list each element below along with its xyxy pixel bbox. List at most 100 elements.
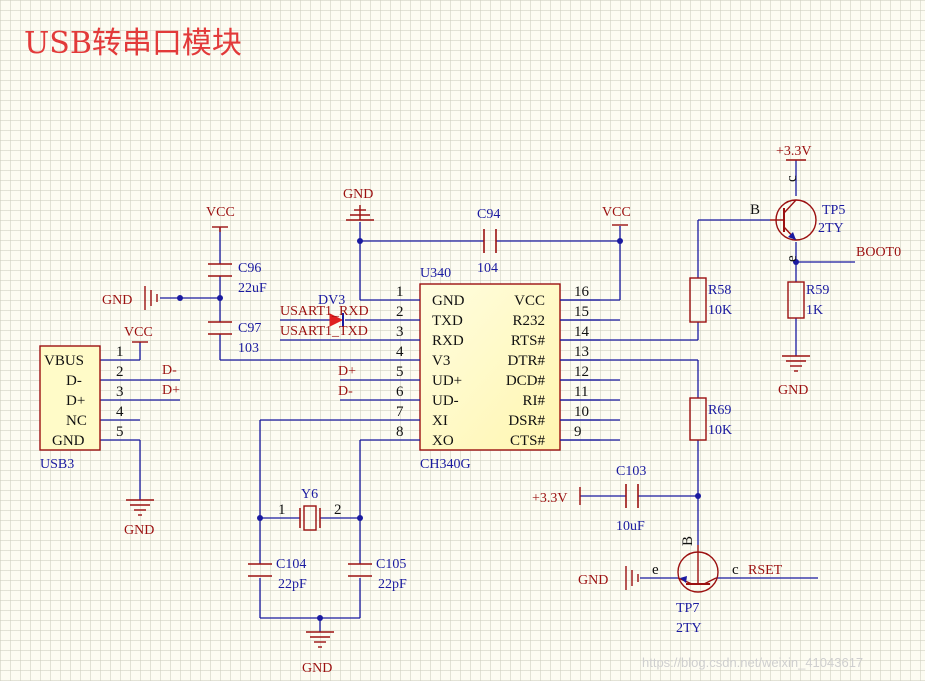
pin-name: DTR# [508,353,546,369]
pin-name: UD- [432,393,459,409]
net-label-usart1-rxd: USART1_RXD [280,304,369,319]
tp5-type: 2TY [818,221,844,236]
y6-ref: Y6 [301,487,318,502]
tp5-ref: TP5 [822,203,845,218]
net-label-gnd: GND [302,661,332,676]
pin-number: 5 [396,364,404,380]
pin-number: 10 [574,404,589,420]
usb-pin-number: 2 [116,364,124,380]
pin-number: 16 [574,284,590,300]
net-label-vcc: VCC [124,325,153,340]
pin-name: RXD [432,333,464,349]
pin-name: CTS# [510,433,546,449]
pin-name: VCC [514,293,545,309]
tp7-type: 2TY [676,621,702,636]
pin-number: 13 [574,344,589,360]
pin-number: 4 [396,344,404,360]
pin-name: UD+ [432,373,462,389]
transistor-labels: TP5 2TY B c e TP7 2TY B e c [652,175,845,636]
c97-value: 103 [238,341,259,356]
tp5-base-label: B [750,202,760,218]
pin-number: 12 [574,364,589,380]
net-label-vcc: VCC [602,205,631,220]
resistor-symbols [689,277,805,441]
c104-ref: C104 [276,557,306,572]
r69-ref: R69 [708,403,731,418]
ch340g-chip-body [419,283,561,451]
c105-ref: C105 [376,557,406,572]
c97-ref: C97 [238,321,261,336]
tp7-emitter-label: e [652,562,659,578]
resistor-labels: R58 10K R59 1K R69 10K [708,283,829,438]
junction-dots [177,238,799,621]
net-label-vcc: VCC [206,205,235,220]
c103-ref: C103 [616,464,646,479]
pin-name: XO [432,433,454,449]
usb-pin-number: 3 [116,384,124,400]
ic-left-pins: 1 2 3 4 5 6 7 8 GND TXD RXD V3 UD+ UD- X… [396,284,465,449]
c104-value: 22pF [278,577,307,592]
r59-ref: R59 [806,283,829,298]
pin-name: V3 [432,353,450,369]
pin-name: RI# [523,393,546,409]
c96-ref: C96 [238,261,261,276]
net-label-dp: D+ [338,364,356,379]
pin-number: 15 [574,304,589,320]
ic-right-pins: 16 15 14 13 12 11 10 9 VCC R232 RTS# DTR… [506,284,590,449]
pin-number: 7 [396,404,404,420]
wires [100,160,855,632]
tp7-collector-label: c [732,562,739,578]
dv3-ref: DV3 [318,293,345,308]
net-label-gnd: GND [778,383,808,398]
net-label-dm: D- [162,363,177,378]
pin-name: DSR# [508,413,545,429]
pin-number: 2 [396,304,404,320]
c105-value: 22pF [378,577,407,592]
usb-pin-name: NC [66,413,87,429]
r58-value: 10K [708,303,732,318]
pin-number: 8 [396,424,404,440]
usb-pin-number: 4 [116,404,124,420]
net-label-3v3: +3.3V [776,144,812,159]
transistor-tp5-symbol [770,199,817,241]
ic-designator: U340 [420,266,451,281]
net-labels: VCC VCC GND GND GND GND GND +3.3V +3.3V … [102,144,901,676]
pin-name: TXD [432,313,463,329]
net-label-3v3: +3.3V [532,491,568,506]
pin-name: RTS# [511,333,546,349]
usb-connector-labels: VBUS D- D+ NC GND 1 2 3 4 5 USB3 VCC D- … [40,325,180,538]
c94-value: 104 [477,261,498,276]
net-label-gnd: GND [578,573,608,588]
c94-ref: C94 [477,207,500,222]
tp7-ref: TP7 [676,601,699,616]
usb-pin-name: GND [52,433,85,449]
pin-number: 1 [396,284,404,300]
ic-part-number: CH340G [420,457,471,472]
pin-number: 9 [574,424,582,440]
net-label-rset: RSET [748,563,783,578]
pin-number: 6 [396,384,404,400]
usb-pin-number: 1 [116,344,124,360]
crystal-labels: Y6 1 2 [278,487,342,518]
usb-pin-name: D+ [66,393,85,409]
page-title: USB转串口模块 [24,26,242,61]
y6-pin1: 1 [278,502,286,518]
pin-number: 3 [396,324,404,340]
tp5-collector-label: c [784,175,800,182]
led-diode-symbol [329,313,344,327]
usb-designator: USB3 [40,457,74,472]
pin-number: 11 [574,384,588,400]
net-label-gnd: GND [343,187,373,202]
crystal-symbol [299,505,321,531]
usb-pin-number: 5 [116,424,124,440]
net-label-gnd: GND [124,523,154,538]
c96-value: 22uF [238,281,267,296]
net-label-gnd: GND [102,293,132,308]
net-label-usart1-txd: USART1_TXD [280,324,368,339]
capacitor-labels: C96 22uF C97 103 C94 104 C103 10uF C104 … [238,207,646,592]
y6-pin2: 2 [334,502,342,518]
transistor-tp7-symbol [677,545,719,593]
r69-value: 10K [708,423,732,438]
